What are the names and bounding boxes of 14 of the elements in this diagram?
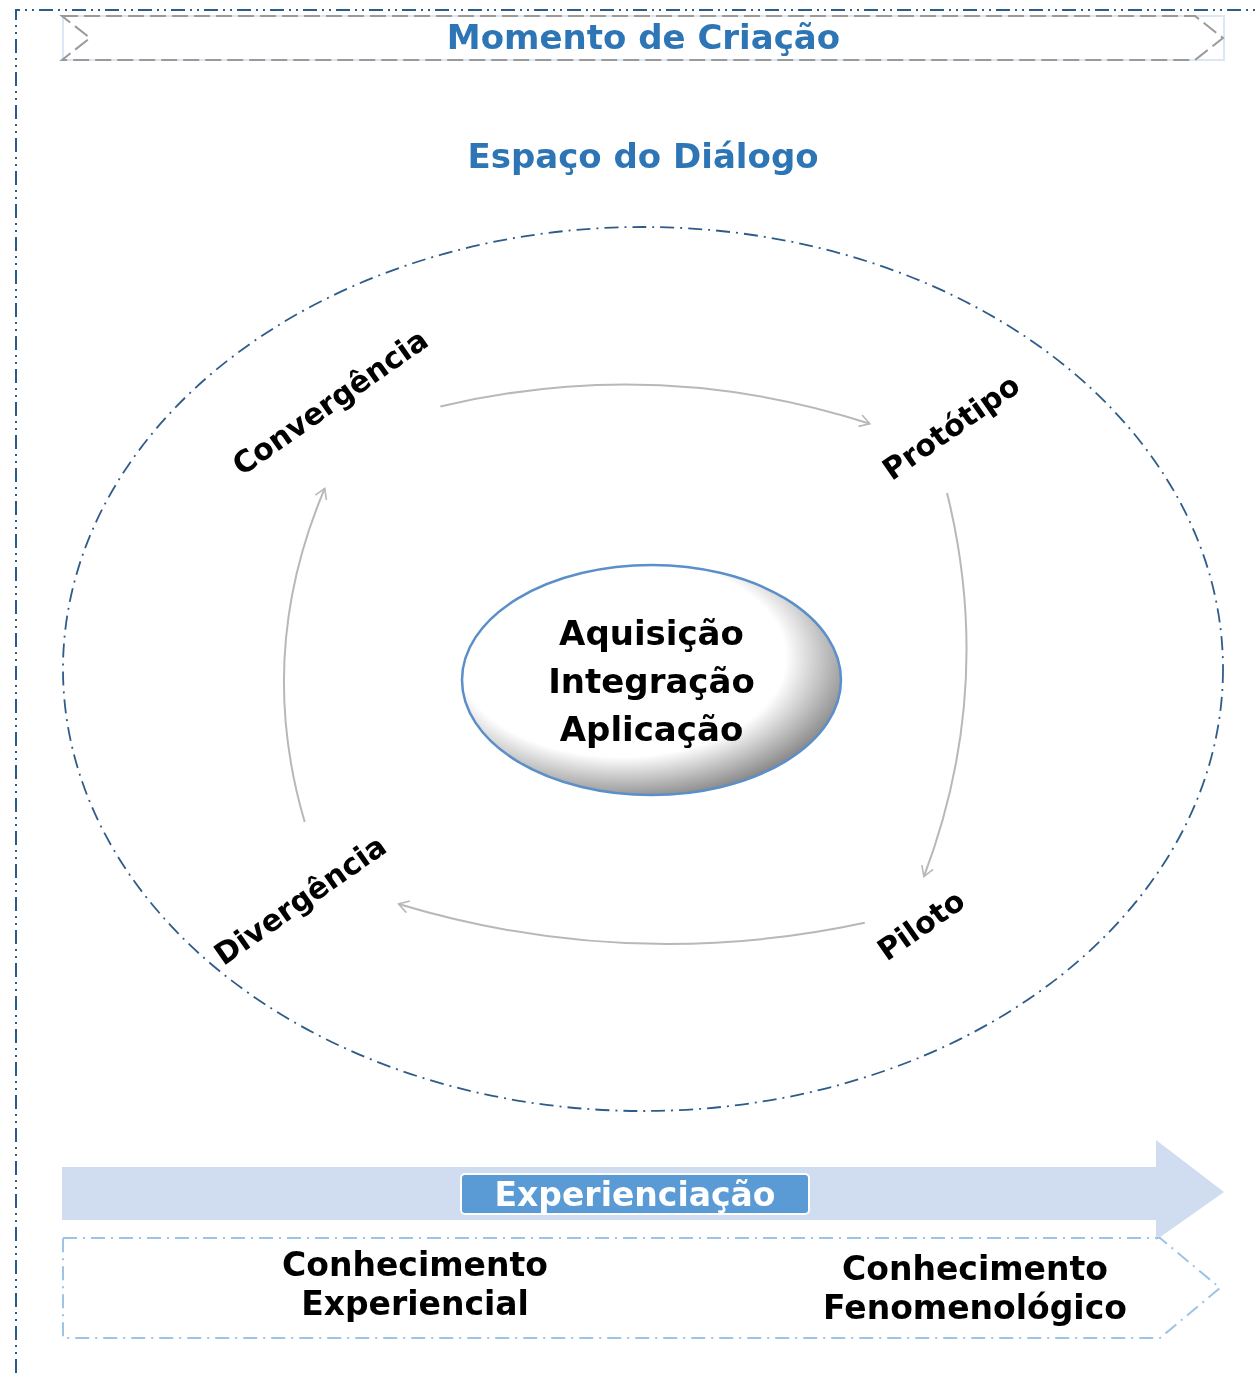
banner-title: Momento de Criação — [445, 17, 842, 57]
center-ellipse — [460, 563, 843, 797]
curved-arrow — [920, 491, 968, 878]
circle-heading: Espaço do Diálogo — [466, 136, 820, 176]
curved-arrow — [439, 383, 871, 428]
curved-arrow — [397, 900, 866, 946]
curved-arrow — [282, 487, 328, 823]
center-text: Aquisição Integração Aplicação — [547, 612, 756, 751]
knowledge-band — [62, 1237, 1222, 1339]
stage-label: Experienciação — [460, 1173, 810, 1215]
progress-arrow — [62, 1140, 1224, 1240]
knowledge-label: Conhecimento Fenomenológico — [822, 1249, 1128, 1327]
knowledge-label: Conhecimento Experiencial — [281, 1245, 549, 1323]
chevron-banner — [62, 15, 1225, 61]
